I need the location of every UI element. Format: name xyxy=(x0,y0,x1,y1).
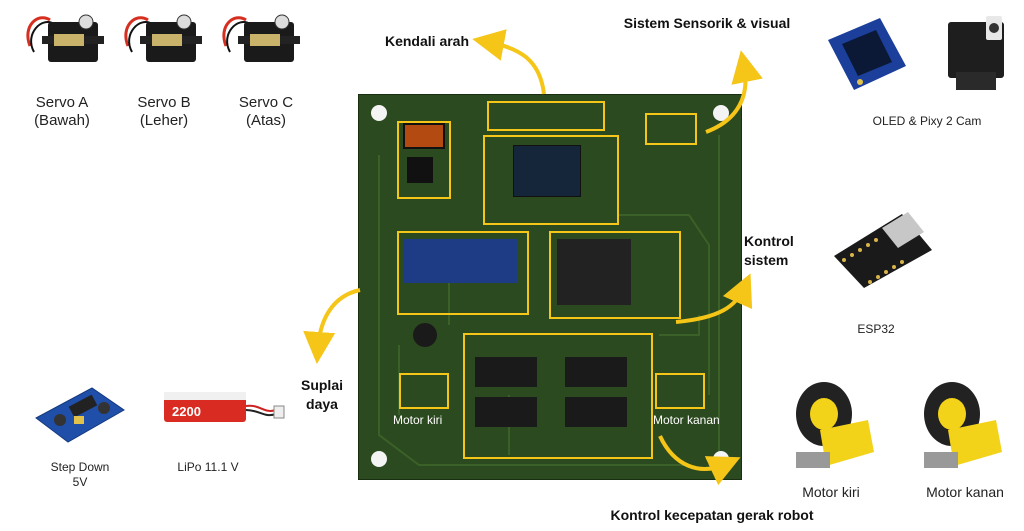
pixy-header-box xyxy=(645,113,697,145)
driver-chip-2 xyxy=(565,357,627,387)
esp32-footprint xyxy=(557,239,631,305)
step-down-label: Step Down 5V xyxy=(30,460,130,490)
step-down-image xyxy=(35,387,125,443)
pcb-motor-left-label: Motor kiri xyxy=(393,413,443,427)
oled-footprint xyxy=(513,145,581,197)
motor-driver-box xyxy=(463,333,653,459)
power-supply-line1: Suplai xyxy=(300,377,343,393)
pcb-traces xyxy=(371,105,729,467)
arrow-power xyxy=(303,288,361,364)
driver-chip-3 xyxy=(475,397,537,427)
motor-right-connector-box xyxy=(655,373,705,409)
oled-slot-box xyxy=(483,135,619,225)
step-down-label-line1: Step Down xyxy=(50,460,110,474)
power-switch xyxy=(407,157,433,183)
servo-a-label: Servo A (Bawah) xyxy=(22,94,102,130)
motor-left-image xyxy=(796,382,874,468)
step-down-label-line2: 5V xyxy=(72,475,88,489)
servo-a-image xyxy=(26,14,104,62)
driver-chip-4 xyxy=(565,397,627,427)
system-control-label: Kontrol sistem xyxy=(744,232,812,270)
lipo-label: LiPo 11.1 V xyxy=(177,460,239,474)
servo-a-position: (Bawah) xyxy=(34,112,90,129)
esp32-label: ESP32 xyxy=(857,322,895,336)
servo-c-position: (Atas) xyxy=(245,112,286,129)
power-supply-label: Suplai daya xyxy=(290,376,354,414)
servo-b-position: (Leher) xyxy=(139,112,189,129)
power-connector-box xyxy=(397,121,451,199)
motor-right-label: Motor kanan xyxy=(926,484,1004,500)
power-connector xyxy=(403,123,445,149)
arrow-speed xyxy=(658,435,741,486)
motor-left-connector-box xyxy=(399,373,449,409)
motor-right-image xyxy=(924,382,1002,468)
servo-b-name: Servo B xyxy=(137,94,191,111)
servo-c-image xyxy=(222,14,300,62)
servo-group: Servo A (Bawah) Servo B (Leher) Servo C … xyxy=(0,0,320,140)
arrow-sensor xyxy=(705,50,763,134)
servo-c-name: Servo C xyxy=(238,94,294,111)
pixy-cam-image xyxy=(948,16,1004,90)
stepdown-footprint xyxy=(403,239,517,283)
servo-b-label: Servo B (Leher) xyxy=(124,94,204,130)
pcb-motor-right-label: Motor kanan xyxy=(653,413,720,427)
servo-b-image xyxy=(124,14,202,62)
sensor-system-label: Sistem Sensorik & visual xyxy=(623,15,791,31)
pcb-board: Motor kiri Motor kanan xyxy=(358,94,742,480)
servo-header-box xyxy=(487,101,605,131)
arrow-direction xyxy=(472,29,546,95)
arrow-control xyxy=(675,273,753,324)
system-control-line1: Kontrol xyxy=(744,233,794,249)
esp32-image xyxy=(834,212,932,288)
power-supply-line2: daya xyxy=(306,396,338,412)
oled-display-image xyxy=(828,18,906,90)
direction-control-label: Kendali arah xyxy=(384,33,470,49)
driver-chip-1 xyxy=(475,357,537,387)
motor-left-label: Motor kiri xyxy=(802,484,860,500)
speed-control-label: Kontrol kecepatan gerak robot xyxy=(610,507,814,523)
lipo-capacity-text: 2200 xyxy=(172,404,201,419)
esp32-slot-box xyxy=(549,231,681,319)
oled-pixy-label: OLED & Pixy 2 Cam xyxy=(872,114,982,128)
lipo-battery-image: 2200 xyxy=(164,392,285,422)
stepdown-slot-box xyxy=(397,231,529,315)
servo-c-label: Servo C (Atas) xyxy=(226,94,306,130)
servo-a-name: Servo A xyxy=(35,94,89,111)
system-control-line2: sistem xyxy=(744,252,789,268)
